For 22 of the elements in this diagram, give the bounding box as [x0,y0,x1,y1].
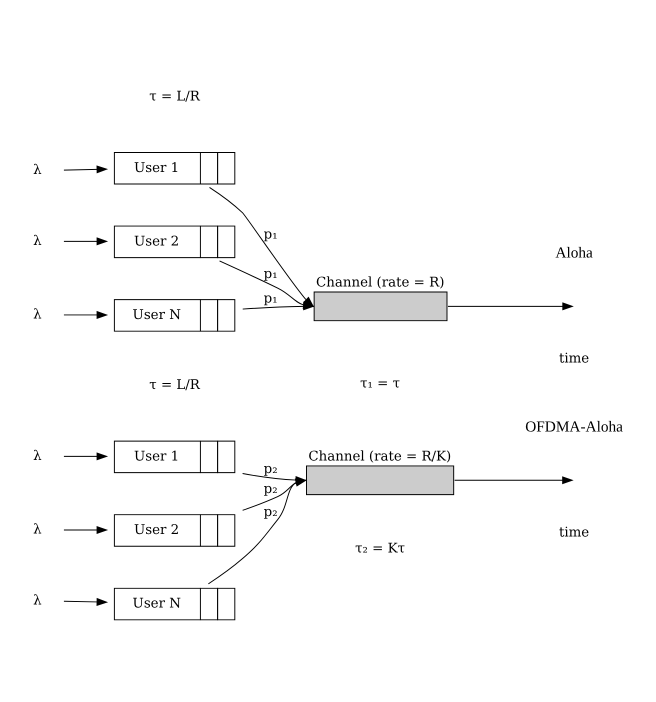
label: τ₂ = Kτ [355,541,406,556]
edge-label: p₂ [264,461,278,476]
edge-label: p₂ [264,481,278,496]
edge-label: p₁ [264,266,278,282]
node-label: Channel (rate = R) [316,274,444,290]
node-text: λ [33,233,42,248]
node-text: λ [33,448,42,464]
label: Aloha [555,244,593,261]
label: time [558,350,590,366]
node-text: λ [33,592,42,608]
node-text: λ [33,306,42,322]
edge-label: p₁ [264,227,278,242]
label: τ = L/R [149,378,200,393]
edge-label: p₂ [264,504,278,520]
label: OFDMA-Aloha [525,418,623,435]
label: τ = L/R [149,89,200,104]
node-text: λ [33,522,42,538]
node-text: λ [33,162,42,178]
label: time [558,524,590,540]
node-label: Channel (rate = R/K) [308,448,452,464]
edge-label: p₁ [264,291,278,306]
label: τ₁ = τ [360,376,400,391]
